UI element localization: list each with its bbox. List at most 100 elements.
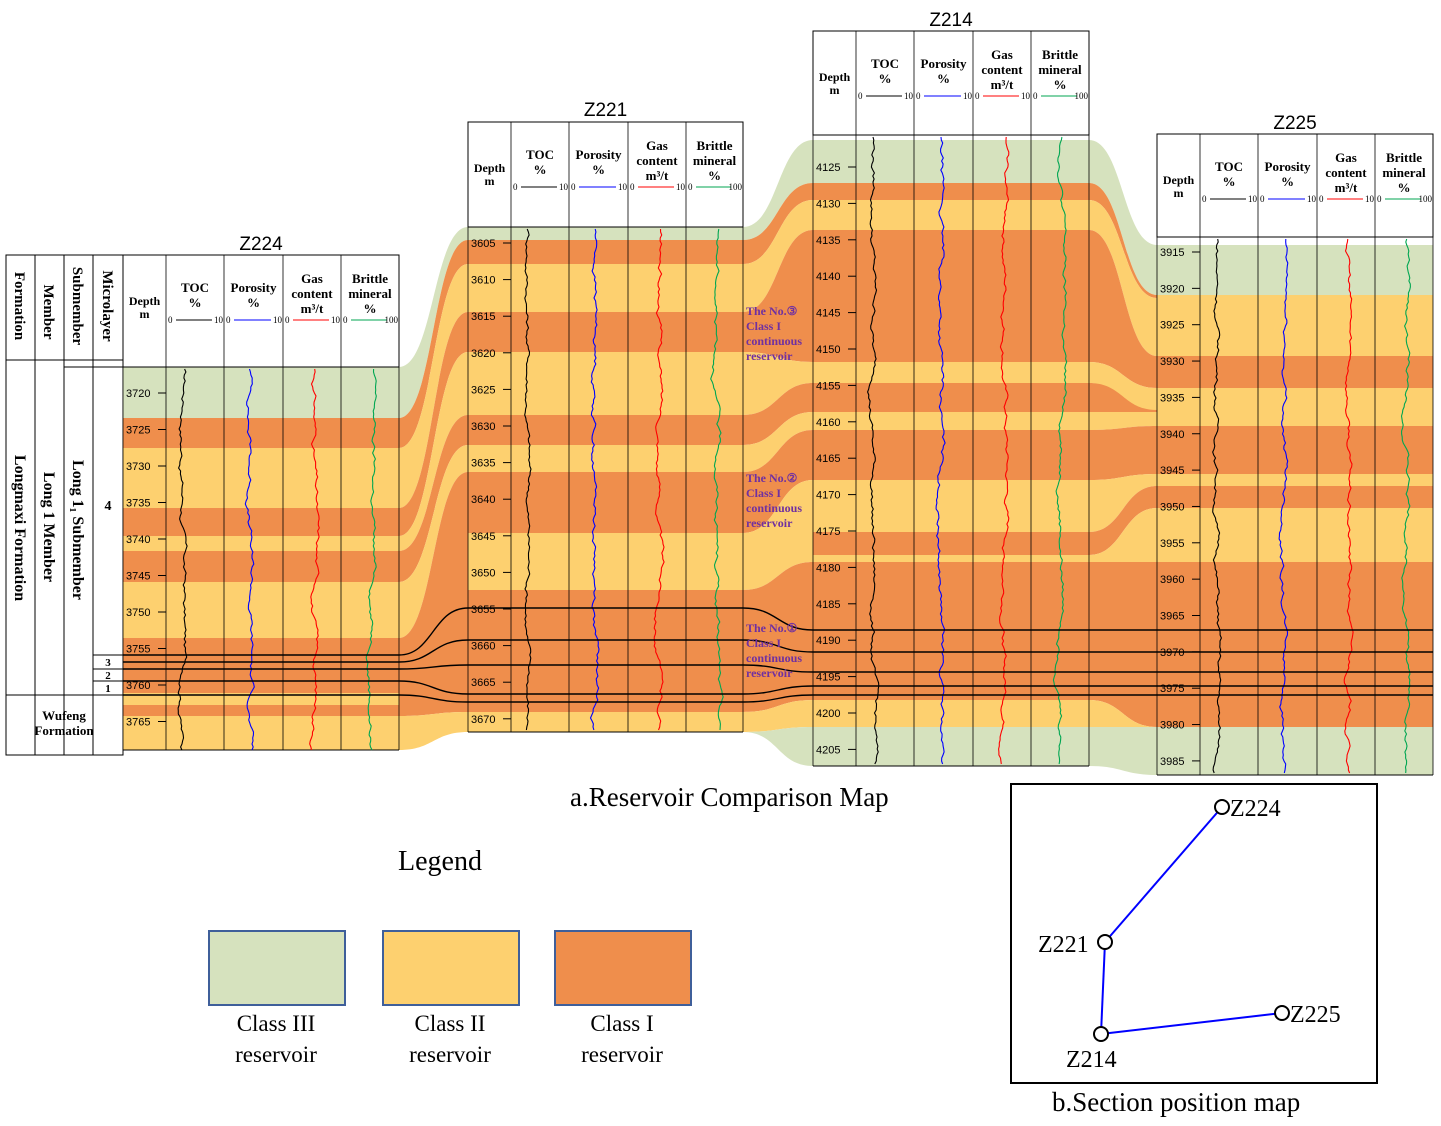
well-label-z221: Z221 — [1038, 932, 1089, 958]
class-1-layer — [813, 230, 1089, 362]
header-depth-line: m — [1174, 186, 1184, 200]
depth-tick-label: 3645 — [471, 531, 495, 543]
class-1-layer — [1157, 486, 1433, 508]
class-3-band — [1089, 140, 1157, 295]
wufeng-word: Formation — [34, 723, 94, 738]
legend-label: Class III — [236, 1011, 316, 1036]
depth-tick-label: 3980 — [1160, 720, 1184, 732]
track-header-box — [122, 254, 400, 368]
scale-min-toc: 0 — [168, 315, 173, 325]
class-2-layer — [1157, 508, 1433, 562]
depth-column — [468, 227, 511, 732]
class-2-layer — [123, 693, 399, 705]
scale-max-gas: 10 — [331, 315, 341, 325]
class-2-layer — [813, 362, 1089, 383]
depth-tick-label: 4155 — [816, 380, 840, 392]
depth-tick-label: 3615 — [471, 311, 495, 323]
header-gas-line: m³/t — [991, 77, 1014, 92]
header-toc-line: % — [189, 295, 202, 310]
log-curve-toc — [867, 136, 880, 765]
log-curve-brittle — [1052, 136, 1068, 765]
class-2-layer — [1157, 295, 1433, 356]
scale-min-gas: 0 — [285, 315, 290, 325]
microlayer-2: 2 — [105, 670, 111, 682]
class-1-band — [1089, 486, 1157, 555]
scale-min-porosity: 0 — [1260, 194, 1265, 204]
depth-tick-label: 3735 — [126, 498, 150, 510]
scale-max-toc: 10 — [1248, 194, 1258, 204]
depth-tick-label: 3760 — [126, 680, 150, 692]
well-name: Z221 — [584, 100, 627, 121]
scale-max-brittle: 100 — [385, 315, 399, 325]
header-depth-line: Depth — [819, 70, 851, 84]
depth-tick-label: 3640 — [471, 494, 495, 506]
depth-tick-label: 3960 — [1160, 574, 1184, 586]
microlayer-boundary — [123, 607, 1433, 656]
header-microlayer: Microlayer — [99, 270, 115, 342]
header-gas-line: Gas — [991, 47, 1013, 62]
class-1-band — [743, 183, 813, 264]
well-point-z224 — [1214, 799, 1230, 815]
header-porosity-line: Porosity — [576, 147, 622, 162]
log-curve-gas — [1343, 238, 1354, 774]
class-3-band — [1089, 727, 1157, 775]
depth-tick-label: 3625 — [471, 384, 495, 396]
header-gas-line: Gas — [1335, 150, 1357, 165]
label-longmaxi-formation: Longmaxi Formation — [11, 455, 28, 601]
microlayer-1: 1 — [105, 683, 111, 695]
class-2-band — [743, 412, 813, 472]
annotation-line: reservoir — [746, 349, 793, 363]
depth-tick-label: 3935 — [1160, 392, 1184, 404]
class-1-band — [399, 240, 468, 448]
well-label-z225: Z225 — [1290, 1002, 1341, 1028]
header-porosity-line: Porosity — [231, 280, 277, 295]
depth-tick-label: 3635 — [471, 458, 495, 470]
header-porosity: Porosity% — [921, 56, 967, 86]
log-curve-porosity — [244, 368, 255, 751]
class-2-band — [399, 712, 468, 750]
depth-tick-label: 4145 — [816, 308, 840, 320]
class-1-layer — [1157, 562, 1433, 727]
depth-tick-label: 3915 — [1160, 247, 1184, 259]
depth-tick-label: 4175 — [816, 526, 840, 538]
header-toc-line: % — [534, 162, 547, 177]
header-brittle-line: % — [364, 301, 377, 316]
scale-min-gas: 0 — [630, 182, 635, 192]
log-curve-toc — [524, 228, 532, 731]
scale-min-brittle: 0 — [1033, 91, 1038, 101]
scale-min-toc: 0 — [513, 182, 518, 192]
class-1-layer — [468, 312, 743, 352]
depth-tick-label: 3755 — [126, 644, 150, 656]
legend-label: Class I — [590, 1011, 654, 1036]
section-line — [1100, 806, 1283, 1035]
scale-min-toc: 0 — [1202, 194, 1207, 204]
log-curve-brittle — [710, 228, 724, 731]
header-toc: TOC% — [871, 56, 899, 86]
depth-tick-label: 3650 — [471, 567, 495, 579]
scale-min-brittle: 0 — [688, 182, 693, 192]
well-point-z221 — [1097, 934, 1113, 950]
header-submember: Submember — [69, 267, 85, 346]
header-brittle-line: mineral — [693, 153, 737, 168]
legend-swatch-class-2 — [382, 930, 520, 1006]
label-long1-1-submember: Long 1₁ Submember — [69, 460, 86, 600]
depth-tick-label: 3970 — [1160, 647, 1184, 659]
class-3-layer — [123, 367, 399, 418]
header-toc: TOC% — [1215, 159, 1243, 189]
depth-tick-label: 3605 — [471, 238, 495, 250]
class-1-band — [1089, 230, 1157, 388]
class-2-band — [399, 264, 468, 508]
class-3-band — [743, 727, 813, 766]
log-curve-porosity — [1278, 238, 1289, 774]
well-name: Z225 — [1273, 113, 1316, 134]
class-1-layer — [123, 638, 399, 693]
class-2-band — [1089, 412, 1157, 430]
scale-max-gas: 10 — [1365, 194, 1375, 204]
class-1-band — [743, 430, 813, 533]
